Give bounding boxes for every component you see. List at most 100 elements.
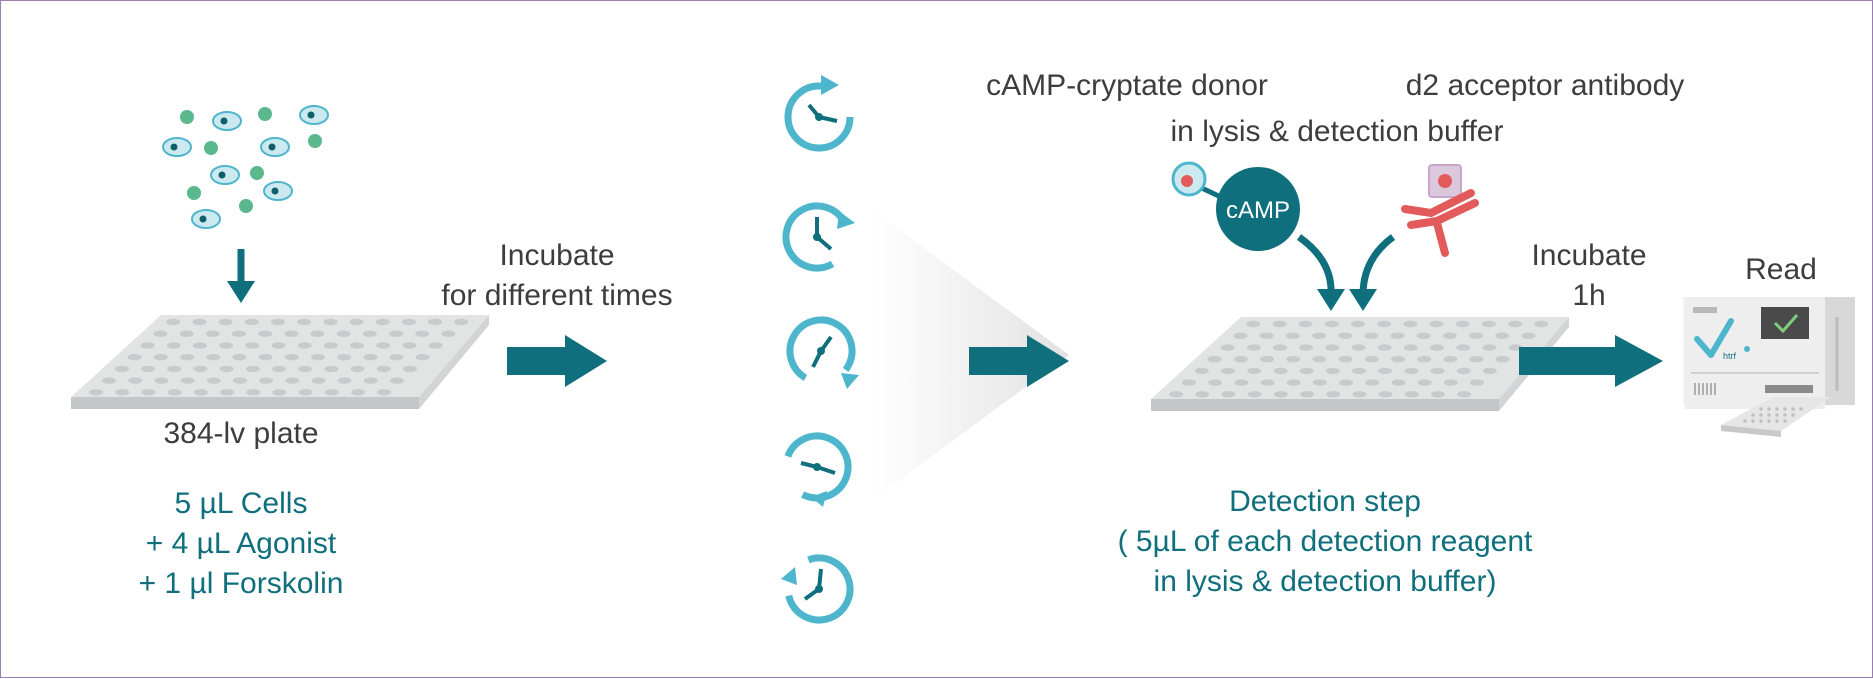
acceptor-antibody-icon [1401,164,1479,257]
plate-well [428,342,443,349]
plate-well [1195,391,1210,398]
acceptor-label: d2 acceptor antibody [1405,69,1685,102]
process-arrow [1519,335,1663,387]
plate-well [1364,332,1379,339]
plate-wells [89,318,469,396]
plate-well [415,330,430,337]
plate-well [1481,320,1496,328]
plate-well [180,377,195,384]
plate-well [1324,320,1339,328]
plate-well [258,354,273,361]
plate-well [389,330,404,337]
plate-reader-icon: htrf [1683,297,1855,437]
plate-well [167,389,182,396]
plate-well [1352,391,1367,398]
plate-well [232,377,247,384]
plate-well [1404,391,1419,398]
plate-well [141,365,155,373]
plate-well [89,389,104,396]
plate-well [1378,367,1393,375]
plate-well [141,389,156,396]
plate-well [311,377,326,384]
plate-well [1443,356,1458,363]
plate-well [192,318,207,326]
plate-well [1521,332,1536,339]
plate-well [1286,356,1301,363]
plate-well [1351,344,1366,351]
plate-well [1378,391,1393,398]
plate-well [1417,379,1432,386]
plate-well [441,330,456,337]
plate-well [1298,320,1313,328]
plate-well [154,377,169,384]
plate-well [1431,391,1445,398]
plate-well [179,330,194,337]
plate-well [1272,344,1287,351]
plate-well [1194,367,1209,375]
plate-wells [1169,320,1549,398]
assay-plate-icon [71,315,489,409]
plate-well [271,342,286,349]
plate-well [1299,367,1314,375]
plate-well [1456,367,1471,375]
plate-well [180,354,195,361]
camp-label: cAMP [1226,197,1290,224]
plate-well [1338,332,1353,339]
plate-well [377,389,392,396]
plate-well [271,365,286,373]
plate-well [310,330,325,337]
plate-well [1312,379,1327,386]
plate-well [376,342,391,349]
plate-well [1351,367,1366,375]
plate-well [1260,356,1275,363]
plate-well [1456,344,1471,351]
plate-well [1443,379,1458,386]
incubate-1h-label: Incubate [1531,239,1647,272]
donor-label: cAMP-cryptate donor [986,69,1268,102]
plate-well [1469,332,1484,339]
plate-well [1221,367,1235,375]
plate-well [336,330,351,337]
plate-well [1260,379,1275,386]
plate-well [1377,344,1392,351]
plate-well [1417,356,1432,363]
plate-well [1390,332,1405,339]
timepoint-clock-3-icon [786,316,859,389]
plate-well [1273,367,1288,375]
plate-well [1391,379,1406,386]
plate-well [1247,391,1262,398]
plate-well [1273,391,1288,398]
plate-well [1534,320,1549,328]
plate-well [401,318,416,326]
plate-well [1220,344,1235,351]
plate-well [284,354,299,361]
plate-well [127,354,142,361]
plate-well [428,318,443,326]
plate-well [205,330,220,337]
plate-well [1208,379,1223,386]
plate-well [337,377,352,384]
plate-well [350,342,364,349]
plate-well [1247,367,1262,375]
incubate-label: Incubate [499,239,615,272]
plate-well [271,318,285,326]
plate-well [1233,332,1248,339]
plate-well [1482,344,1497,351]
plate-well [1455,320,1470,328]
plate-well [193,365,208,373]
plate-well [166,342,181,349]
detection-step-title: Detection step [1229,485,1421,518]
plate-well [1325,367,1340,375]
plate-well [140,342,155,349]
plate-well [1312,332,1326,339]
plate-well [166,318,181,326]
plate-well [1495,332,1510,339]
plate-well [167,365,182,373]
plate-well [1207,356,1222,363]
plate-well [389,354,404,361]
plate-well [219,365,234,373]
plate-well [1457,391,1472,398]
plate-well [376,365,391,373]
plate-well [363,377,378,384]
plate-well [285,377,300,384]
